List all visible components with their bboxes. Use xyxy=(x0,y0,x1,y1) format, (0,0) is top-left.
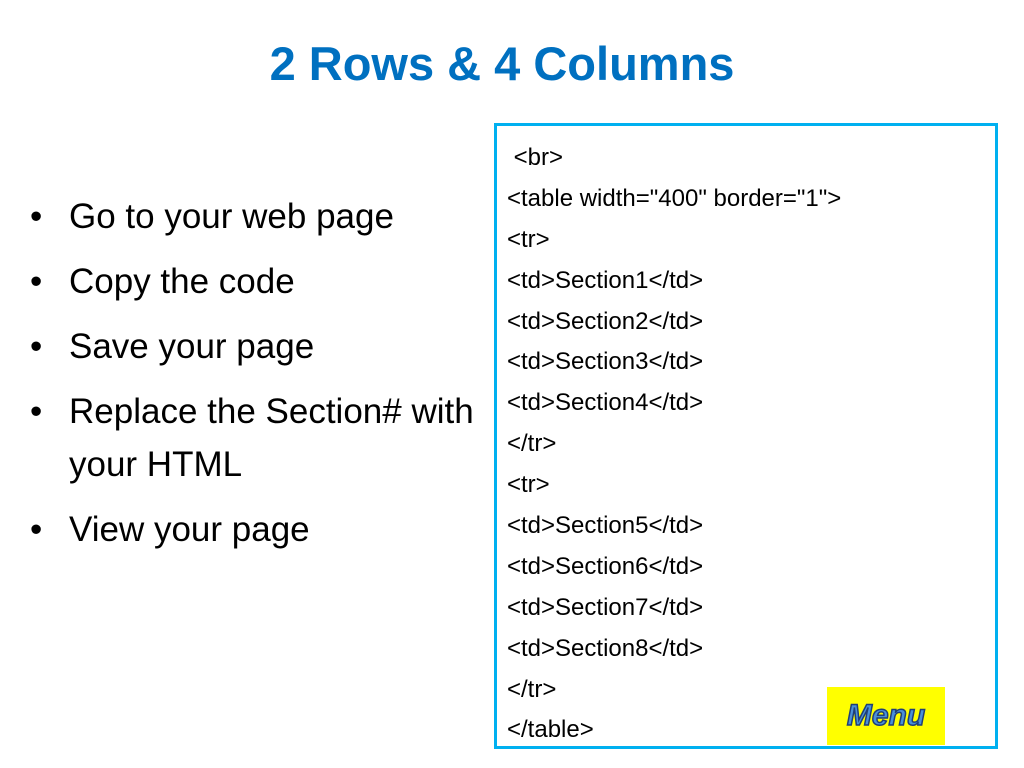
code-line: </table> xyxy=(507,716,594,744)
bullet-dot: • xyxy=(30,197,43,236)
bullet-item: • Replace the Section# with your HTML xyxy=(26,385,476,491)
code-line: <tr> xyxy=(507,471,550,499)
code-line: <br> xyxy=(507,144,564,171)
code-line: <td>Section4</td> xyxy=(507,389,704,417)
bullet-text: Copy the code xyxy=(69,262,295,301)
code-line: </tr> xyxy=(507,430,557,458)
code-line: <td>Section1</td> xyxy=(507,266,704,294)
bullet-dot: • xyxy=(30,392,43,431)
slide-title: 2 Rows & 4 Columns xyxy=(269,37,735,90)
code-line: </tr> xyxy=(507,675,557,703)
bullet-text: View your page xyxy=(69,510,310,549)
bullet-item: • Save your page xyxy=(26,320,476,373)
bullet-text: Go to your web page xyxy=(69,197,394,236)
code-line: <td>Section8</td> xyxy=(507,634,704,662)
bullet-item: • Go to your web page xyxy=(26,190,476,243)
bullet-dot: • xyxy=(30,510,43,549)
bullet-item: • Copy the code xyxy=(26,255,476,308)
code-line: <td>Section6</td> xyxy=(507,552,704,580)
bullet-dot: • xyxy=(30,327,43,366)
code-box: <br> <table width="400" border="1"> <tr>… xyxy=(494,123,998,749)
code-line: <td>Section5</td> xyxy=(507,512,704,540)
code-line: <tr> xyxy=(507,225,550,253)
bullet-text: Save your page xyxy=(69,327,315,366)
menu-button[interactable]: Menu xyxy=(827,687,945,745)
code-line: <td>Section3</td> xyxy=(507,348,704,376)
code-line: <td>Section2</td> xyxy=(507,307,704,335)
bullet-text: Replace the Section# with your HTML xyxy=(69,392,474,484)
bullet-list: • Go to your web page • Copy the code • … xyxy=(26,190,476,568)
code-line: <td>Section7</td> xyxy=(507,593,704,621)
bullet-item: • View your page xyxy=(26,503,476,556)
code-line: <table width="400" border="1"> xyxy=(507,184,842,212)
bullet-dot: • xyxy=(30,262,43,301)
